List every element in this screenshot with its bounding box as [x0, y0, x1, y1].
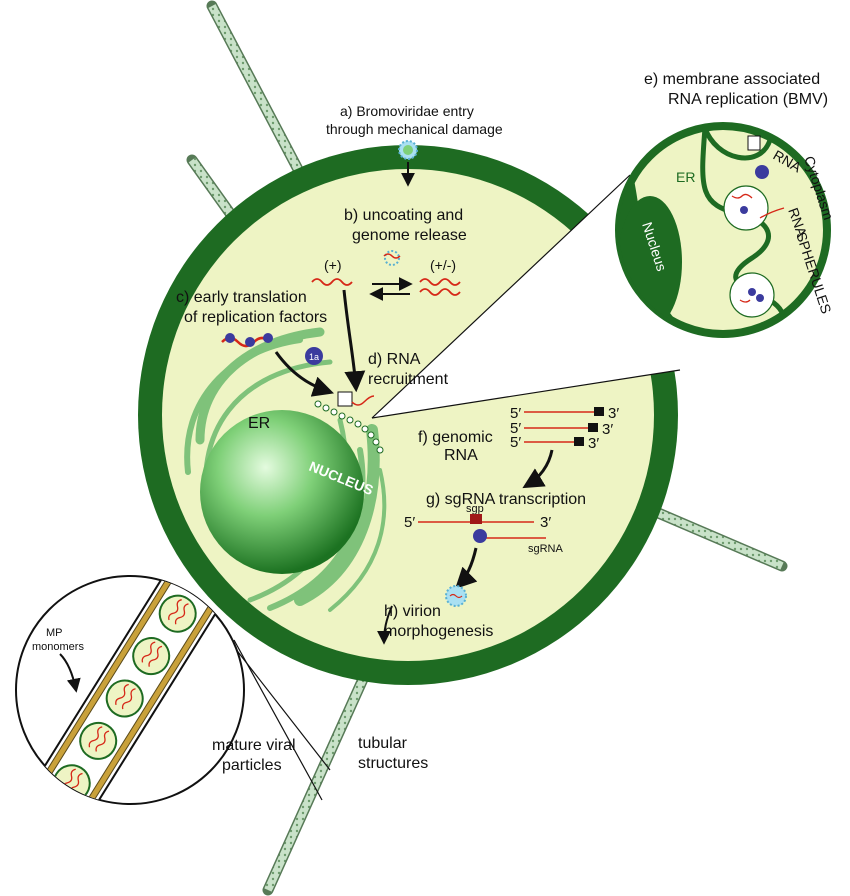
er-label: ER	[248, 415, 270, 432]
step-a-line1: a) Bromoviridae entry	[340, 103, 474, 119]
step-d-line2: recruitment	[368, 371, 449, 388]
svg-text:1a: 1a	[309, 352, 319, 362]
svg-text:3′: 3′	[608, 405, 619, 422]
genomic-rna-strands: 5′ 3′ 5′ 3′ 5′ 3′	[510, 405, 619, 452]
step-g-title: g) sgRNA transcription	[426, 491, 586, 508]
svg-text:5′: 5′	[510, 405, 521, 422]
step-f-line2: RNA	[444, 447, 478, 464]
sgp-label: sgp	[466, 503, 484, 515]
nucleus	[200, 410, 364, 574]
plusminus-strand-label: (+/-)	[430, 257, 456, 273]
step-b-line1: b) uncoating and	[344, 207, 463, 224]
svg-text:3′: 3′	[540, 514, 551, 531]
zoom-connector-2	[233, 639, 323, 801]
tube-magnification-inset	[15, 575, 245, 805]
step-h-line1: h) virion	[384, 603, 441, 620]
step-a-line2: through mechanical damage	[326, 121, 503, 137]
sgrna-template: 5′ 3′ sgRNA	[404, 514, 564, 555]
polysome-icon	[221, 333, 273, 348]
zoom-wedge	[372, 175, 680, 418]
svg-text:5′: 5′	[404, 514, 415, 531]
mature-particles-line2: particles	[222, 757, 282, 774]
er-spherules	[314, 400, 384, 454]
inset-er-label: ER	[676, 169, 695, 185]
er-membranes	[184, 327, 387, 612]
step-f-line1: f) genomic	[418, 429, 493, 446]
step-e-line2: RNA replication (BMV)	[668, 91, 828, 108]
mp-monomers-line1: MP	[46, 627, 63, 639]
recruitment-complex-icon	[337, 391, 375, 407]
step-h-line2: morphogenesis	[384, 623, 493, 640]
translation-arrow	[274, 351, 334, 397]
new-virion-icon	[445, 585, 467, 607]
step-c-line2: of replication factors	[184, 309, 327, 326]
mp-monomers-line2: monomers	[32, 641, 84, 653]
svg-text:5′: 5′	[510, 434, 521, 451]
virion-icon	[398, 140, 418, 160]
svg-text:sgRNA: sgRNA	[528, 543, 564, 555]
svg-text:5′: 5′	[510, 420, 521, 437]
plus-strand-label: (+)	[324, 257, 342, 273]
svg-text:3′: 3′	[602, 421, 613, 438]
step-c-line1: c) early translation	[176, 289, 307, 306]
genomic-to-sgrna-arrow	[522, 449, 554, 489]
step-b-line2: genome release	[352, 227, 467, 244]
uncoating-icon	[383, 250, 401, 266]
plusminus-rna-1	[419, 278, 461, 286]
plus-rna	[311, 278, 353, 286]
tubular-structures-line2: structures	[358, 755, 428, 772]
replicase-1a-icon: 1a	[305, 347, 323, 365]
svg-text:3′: 3′	[588, 435, 599, 452]
morphogenesis-arrow	[377, 605, 393, 645]
tubular-structures-line1: tubular	[358, 735, 408, 752]
sgrna-to-virion-arrow	[455, 547, 478, 589]
step-e-line1: e) membrane associated	[644, 71, 820, 88]
mp-monomers-arrow	[59, 653, 81, 693]
recruitment-arrow	[342, 289, 366, 393]
mature-particles-line1: mature viral	[212, 737, 296, 754]
plusminus-rna-2	[419, 288, 461, 296]
step-d-line1: d) RNA	[368, 351, 421, 368]
